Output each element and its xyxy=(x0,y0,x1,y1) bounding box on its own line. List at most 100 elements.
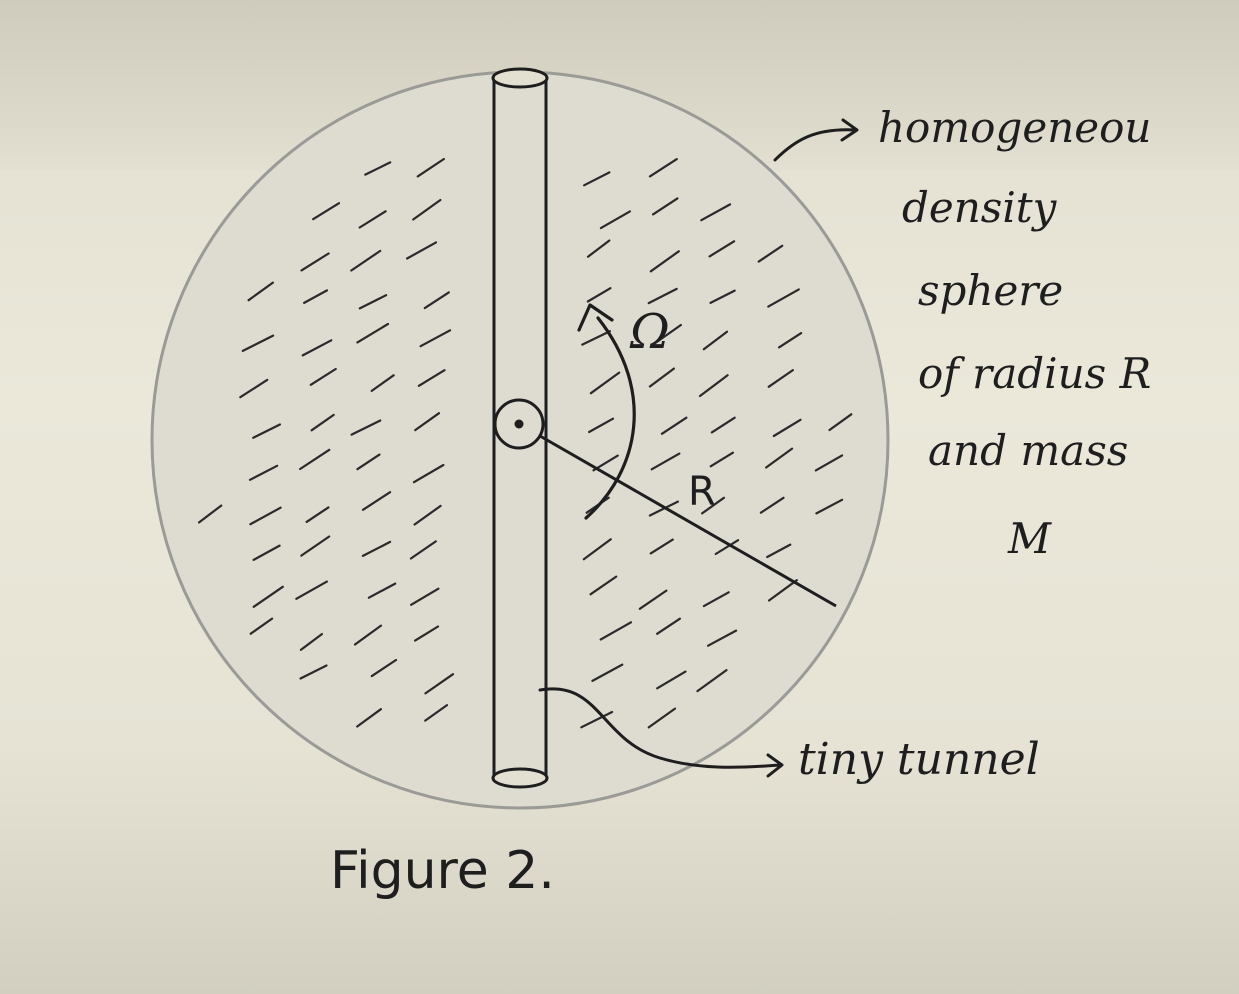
hatch-mark xyxy=(356,322,390,344)
hatch-mark xyxy=(303,289,329,304)
sphere-label: homogeneou density sphere of radius R an… xyxy=(878,103,1151,563)
hatch-mark xyxy=(412,198,442,221)
hatch-mark xyxy=(586,239,611,258)
sphere-label-line-5: and mass xyxy=(928,426,1128,475)
hatch-mark xyxy=(370,374,395,392)
hatch-mark xyxy=(312,202,341,221)
hatch-mark xyxy=(648,158,678,178)
hatch-mark xyxy=(350,249,382,272)
hatch-mark xyxy=(241,334,275,352)
hatch-mark xyxy=(814,454,844,472)
hatch-mark xyxy=(767,579,798,602)
hatch-mark xyxy=(358,294,388,310)
hatch-mark xyxy=(655,617,682,635)
hatch-mark xyxy=(649,250,680,273)
hatch-mark xyxy=(361,491,392,511)
hatch-mark xyxy=(766,543,792,559)
hatch-mark xyxy=(580,710,614,729)
hatch-mark xyxy=(647,287,678,305)
omega-symbol: Ω xyxy=(629,304,670,360)
sphere-label-line-4: of radius R xyxy=(918,349,1151,398)
hatch-mark xyxy=(828,413,853,432)
hatch-mark xyxy=(638,589,668,610)
hatch-mark xyxy=(709,289,736,304)
hatch-mark xyxy=(419,329,452,348)
hatch-mark xyxy=(417,369,446,387)
hatch-mark xyxy=(660,416,688,435)
hatch-mark xyxy=(239,378,269,399)
tunnel-label-leader xyxy=(538,687,784,778)
sphere-label-line-2: density xyxy=(902,183,1058,232)
radius-symbol: R xyxy=(688,469,716,515)
hatch-mark xyxy=(650,452,681,471)
hatch-mark xyxy=(198,504,223,524)
hatch-mark xyxy=(767,369,795,388)
hatch-mark xyxy=(413,504,442,526)
hatch-mark xyxy=(252,544,281,562)
hatch-mark xyxy=(710,416,736,434)
hatch-mark xyxy=(757,244,784,263)
hatch-mark xyxy=(423,291,450,310)
rotation-axis-symbol xyxy=(493,398,545,450)
hatch-mark xyxy=(247,281,274,302)
hatch-mark xyxy=(300,535,331,557)
tunnel-top-opening xyxy=(491,67,549,89)
hatch-mark xyxy=(586,287,612,303)
hatch-mark xyxy=(416,157,445,178)
hatch-mark xyxy=(248,464,279,481)
hatch-mark xyxy=(364,161,392,176)
hatch-mark xyxy=(759,496,785,514)
hatch-mark xyxy=(301,339,333,357)
hatch-mark xyxy=(709,451,735,468)
hatch-mark xyxy=(652,323,683,345)
hatch-mark xyxy=(581,330,612,346)
hatch-mark xyxy=(777,332,803,349)
hatch-mark xyxy=(305,506,330,524)
hatch-mark xyxy=(649,538,674,555)
radius-line xyxy=(539,434,837,608)
hatch-mark xyxy=(424,703,449,722)
hatch-mark xyxy=(358,210,387,229)
hatch-mark xyxy=(424,673,455,695)
hatch-mark xyxy=(410,587,440,606)
hatch-mark xyxy=(656,670,687,690)
tunnel-label: tiny tunnel xyxy=(798,734,1040,785)
sphere-label-line-3: sphere xyxy=(918,266,1063,315)
hatch-mark xyxy=(647,707,677,729)
hatch-mark xyxy=(252,423,281,439)
hatch-mark xyxy=(356,453,381,471)
figure-caption: Figure 2. xyxy=(330,841,555,901)
hatch-mark xyxy=(772,418,802,438)
hatch-mark xyxy=(414,412,441,432)
hatch-mark xyxy=(648,367,676,388)
hatch-mark xyxy=(252,585,284,608)
hatch-mark xyxy=(414,625,440,642)
hatch-mark xyxy=(299,664,328,680)
hatch-mark xyxy=(412,463,445,484)
rotation-arrow xyxy=(577,303,636,520)
hatch-mark xyxy=(706,629,738,647)
hatch-mark xyxy=(353,624,383,646)
hatch-mark xyxy=(367,582,397,599)
sphere-label-line-1: homogeneou xyxy=(878,103,1151,152)
hatch-mark xyxy=(582,171,611,187)
hatch-mark xyxy=(708,240,736,258)
hatch-mark xyxy=(815,498,844,515)
hatch-mark xyxy=(409,540,437,560)
hatch-mark xyxy=(767,288,800,308)
hatch-mark xyxy=(599,621,633,641)
hatch-mark xyxy=(700,496,726,515)
hatch-mark xyxy=(764,447,794,469)
hatch-mark xyxy=(591,663,624,683)
hatch-mark xyxy=(696,668,728,693)
hatch-mark xyxy=(299,448,331,471)
hatch-mark xyxy=(309,367,337,386)
hatch-mark xyxy=(589,371,621,395)
hatch-mark xyxy=(249,506,282,526)
sphere-label-leader xyxy=(773,118,859,162)
hatch-mark xyxy=(589,575,618,596)
tunnel-bottom-opening xyxy=(491,767,549,789)
hatch-mark xyxy=(299,632,323,651)
hatch-mark xyxy=(295,580,328,600)
